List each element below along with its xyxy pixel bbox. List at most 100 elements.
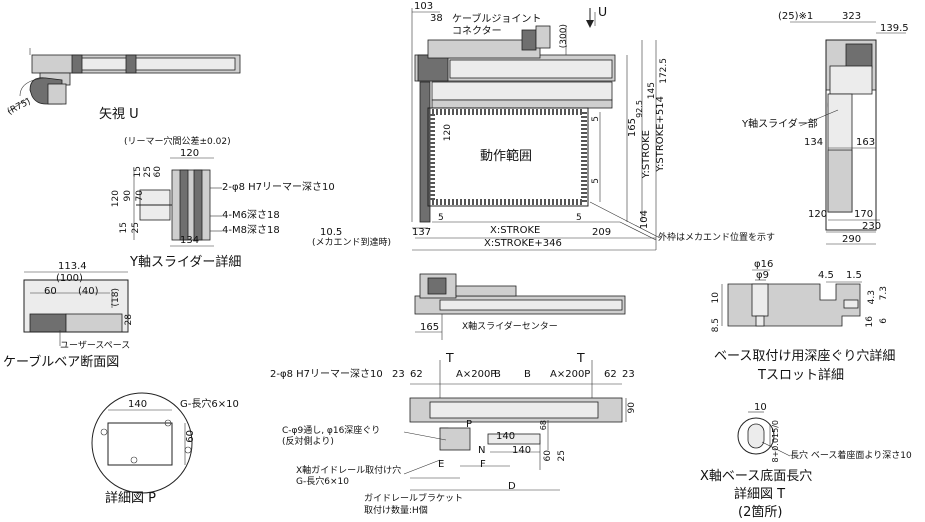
view-u-arrow-label: U <box>598 4 608 19</box>
detail-t-drawing <box>737 411 791 457</box>
range-label: 動作範囲 <box>480 149 533 164</box>
x-slider-drawing <box>414 273 626 340</box>
detail-p-slot: G-長穴6×10 <box>180 399 239 410</box>
slot-title-3: (2箇所) <box>738 505 783 520</box>
side-y-slider-part: Y軸スライダー部 <box>742 119 818 130</box>
y-slider-phi8-hole: 2-φ8 H7リーマー深さ10 <box>222 182 335 193</box>
outer-frame-note: 外枠はメカエンド位置を示す <box>658 233 776 243</box>
slot-depth-note: 長穴 ベース着座面より深さ10 <box>790 451 912 461</box>
cable-dim-40: (40) <box>78 286 99 297</box>
bottom-mark-t1: T <box>446 350 454 365</box>
side-dim-230: 230 <box>862 221 882 232</box>
bottom-dim-a200p-2: A×200P <box>550 369 591 380</box>
detail-p-drawing <box>91 392 193 494</box>
top-dim-104: 104 <box>639 210 650 230</box>
bottom-dim-140a: 140 <box>496 431 516 442</box>
view-u-title: 矢視 U <box>99 107 139 122</box>
base-dim-1-5: 1.5 <box>846 270 862 281</box>
side-dim-323: 323 <box>842 11 862 22</box>
side-dim-120: 120 <box>808 209 828 220</box>
bottom-x-rail-hole: X軸ガイドレール取付け穴 G-長穴6×10 <box>296 466 402 488</box>
bottom-dim-60: 60 <box>543 450 553 462</box>
top-dim-209: 209 <box>592 227 612 238</box>
base-detail-title-1: ベース取付け用深座ぐり穴詳細 <box>714 349 896 364</box>
bottom-mark-n: N <box>478 445 486 456</box>
detail-p-dim-140: 140 <box>128 399 148 410</box>
bottom-mark-f: F <box>480 459 486 470</box>
cable-dim-28: 28 <box>124 314 134 326</box>
y-stroke-514: Y:STROKE+514 <box>655 96 666 172</box>
bottom-mark-d: D <box>508 481 516 492</box>
base-dim-4-3: 4.3 <box>867 290 877 305</box>
y-slider-title: Y軸スライダー詳細 <box>130 255 242 270</box>
top-view-drawing <box>411 8 661 251</box>
bottom-dim-23a: 23 <box>392 369 405 380</box>
bottom-c-hole: C-φ9通し, φ16深座ぐり (反対側より) <box>282 426 381 448</box>
bottom-mark-p: P <box>466 419 473 430</box>
bottom-dim-90: 90 <box>627 402 637 414</box>
top-dim-5-lower: 5 <box>591 178 601 184</box>
base-dim-8-5: 8.5 <box>711 318 721 333</box>
top-dim-5-left: 5 <box>438 213 444 223</box>
top-dim-165: 165 <box>627 118 638 138</box>
y-slider-dim-15a: 15 <box>133 166 143 178</box>
x-stroke-346: X:STROKE+346 <box>484 238 562 249</box>
x-slider-dim-165: 165 <box>420 322 440 333</box>
bottom-dim-62a: 62 <box>410 369 423 380</box>
bottom-dim-b1: B <box>494 369 501 380</box>
bottom-dim-b2: B <box>524 369 531 380</box>
bottom-dim-140b: 140 <box>512 445 532 456</box>
bottom-dim-62b: 62 <box>604 369 617 380</box>
cable-dim-18: (18) <box>111 288 121 307</box>
cable-dim-100: (100) <box>56 273 83 284</box>
y-slider-dim-134: 134 <box>180 235 200 246</box>
bottom-dim-23b: 23 <box>622 369 635 380</box>
y-slider-dim-90: 90 <box>123 190 133 202</box>
slot-title-2: 詳細図 T <box>734 487 786 502</box>
bottom-bracket: ガイドレールブラケット 取付け数量:H個 <box>364 494 464 516</box>
bottom-dim-25: 25 <box>557 450 567 462</box>
side-dim-139-5: 139.5 <box>880 23 909 34</box>
cable-bear-title: ケーブルベア断面図 <box>3 355 120 370</box>
top-dim-5-upper: 5 <box>591 116 601 122</box>
cable-bear-drawing <box>23 271 129 346</box>
y-slider-dim-120v: 120 <box>111 190 121 208</box>
top-dim-10-5: 10.5 <box>320 227 343 238</box>
top-dim-103: 103 <box>414 1 434 12</box>
base-phi9: φ9 <box>756 270 769 281</box>
bottom-mark-e: E <box>438 459 445 470</box>
side-dim-25: (25)※1 <box>778 11 814 22</box>
side-dim-163: 163 <box>856 137 876 148</box>
side-dim-290: 290 <box>842 234 862 245</box>
top-dim-92-5: 92.5 <box>635 100 644 118</box>
slot-title-1: X軸ベース底面長穴 <box>700 469 813 484</box>
side-view-drawing <box>790 21 906 245</box>
y-slider-tolerance: (リーマー穴間公差±0.02) <box>124 137 231 147</box>
x-stroke: X:STROKE <box>490 225 541 236</box>
cable-dim-60: 60 <box>44 286 57 297</box>
y-slider-dim-25a: 25 <box>143 166 153 178</box>
y-slider-dim-60: 60 <box>153 166 163 178</box>
cable-user-space: ユーザースペース <box>60 341 131 351</box>
slot-dim-10: 10 <box>754 402 767 413</box>
base-phi16: φ16 <box>754 259 774 270</box>
y-slider-m8: 4-M8深さ18 <box>222 225 280 236</box>
y-slider-drawing <box>133 157 222 247</box>
base-detail-title-2: Tスロット詳細 <box>758 368 844 383</box>
base-detail-drawing <box>721 269 862 327</box>
base-dim-10: 10 <box>711 292 721 304</box>
y-slider-dim-70: 70 <box>135 190 145 202</box>
top-dim-137: 137 <box>412 227 432 238</box>
y-slider-dim-15b: 15 <box>119 222 129 234</box>
y-stroke: Y:STROKE <box>641 130 652 179</box>
top-dim-38: 38 <box>430 13 443 24</box>
view-u-arrowhead <box>586 20 594 28</box>
detail-p-title: 詳細図 P <box>105 491 156 506</box>
top-dim-120: 120 <box>443 124 453 142</box>
base-dim-4-5: 4.5 <box>818 270 834 281</box>
bottom-view-drawing <box>403 360 627 491</box>
top-dim-172-5: 172.5 <box>659 58 669 84</box>
top-dim-300: (300) <box>559 24 569 49</box>
